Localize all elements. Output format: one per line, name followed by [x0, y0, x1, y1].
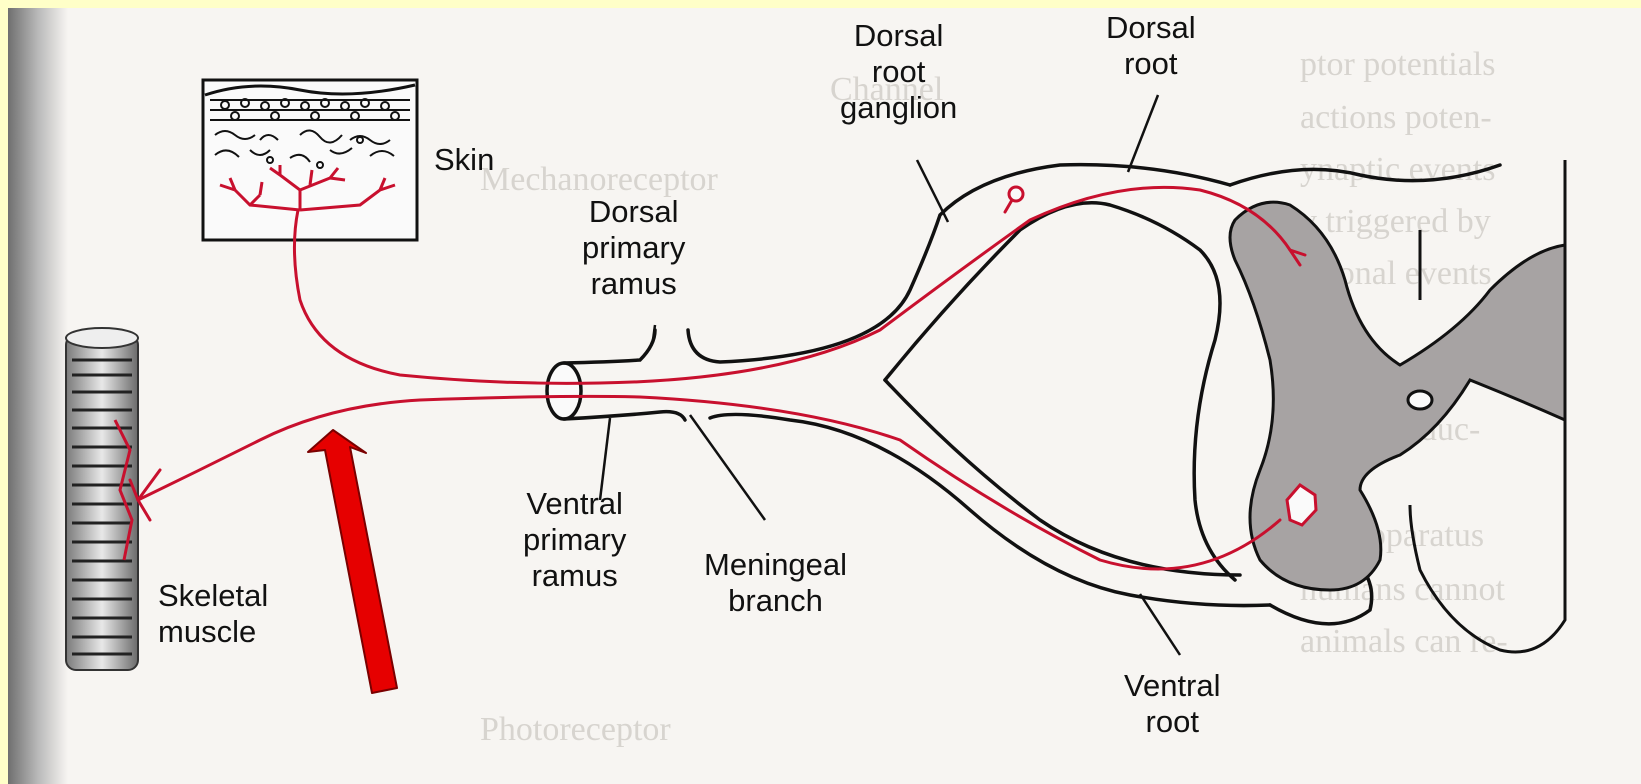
muscle-fiber-icon — [66, 328, 138, 670]
label-skeletal-muscle: Skeletal muscle — [158, 578, 268, 650]
label-ventral-root: Ventral root — [1124, 668, 1221, 740]
svg-text:Photoreceptor: Photoreceptor — [480, 711, 671, 748]
svg-text:Mechanoreceptor: Mechanoreceptor — [480, 161, 719, 198]
ganglion-cell-body — [1009, 187, 1023, 201]
label-meningeal-branch: Meningeal branch — [704, 547, 847, 619]
label-ventral-primary-ramus: Ventral primary ramus — [523, 486, 626, 594]
skin-block-icon — [203, 80, 417, 240]
label-dorsal-root-ganglion: Dorsal root ganglion — [840, 18, 957, 126]
svg-text:actions poten-: actions poten- — [1300, 99, 1492, 136]
label-skin: Skin — [434, 142, 494, 178]
svg-text:y triggered by: y triggered by — [1300, 203, 1491, 240]
label-dorsal-root: Dorsal root — [1106, 10, 1196, 82]
red-arrow-icon — [308, 430, 397, 693]
svg-text:animals can re-: animals can re- — [1300, 623, 1508, 660]
label-dorsal-primary-ramus: Dorsal primary ramus — [582, 194, 685, 302]
sensory-motor-fibers — [130, 187, 1305, 569]
svg-text:ptor potentials: ptor potentials — [1300, 46, 1495, 83]
